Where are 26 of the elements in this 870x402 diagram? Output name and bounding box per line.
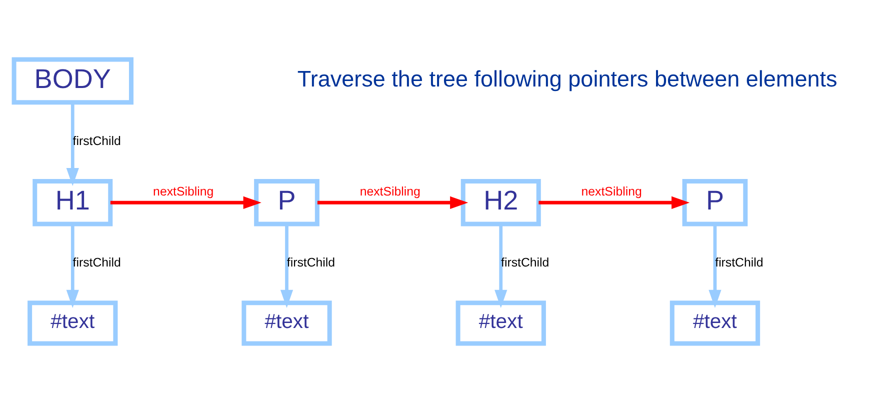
edge-label: firstChild <box>500 255 549 270</box>
node-box: #text <box>27 300 118 346</box>
edge-label: nextSibling <box>152 184 214 198</box>
edge-label: firstChild <box>72 255 120 270</box>
node-box: P <box>254 178 319 226</box>
node-box: #text <box>241 300 332 346</box>
node-box: #text <box>669 300 760 346</box>
arrow <box>66 102 78 186</box>
node-box: BODY <box>11 56 133 104</box>
edge-label: firstChild <box>714 255 763 270</box>
node-box: P <box>682 178 748 226</box>
arrow <box>110 196 261 208</box>
edge-label: firstChild <box>72 133 120 148</box>
node-box: H2 <box>460 178 540 226</box>
arrow <box>280 224 293 308</box>
arrow <box>708 224 721 308</box>
edge-label: nextSibling <box>580 184 642 198</box>
node-box: #text <box>455 300 546 346</box>
arrow <box>66 224 78 308</box>
arrow <box>316 196 468 208</box>
arrow <box>538 196 690 208</box>
edge-label: firstChild <box>286 255 335 270</box>
node-box: H1 <box>32 178 112 226</box>
arrow <box>494 224 507 308</box>
label: Traverse the tree following pointers between elements <box>296 66 837 92</box>
edge-label: nextSibling <box>359 184 420 198</box>
